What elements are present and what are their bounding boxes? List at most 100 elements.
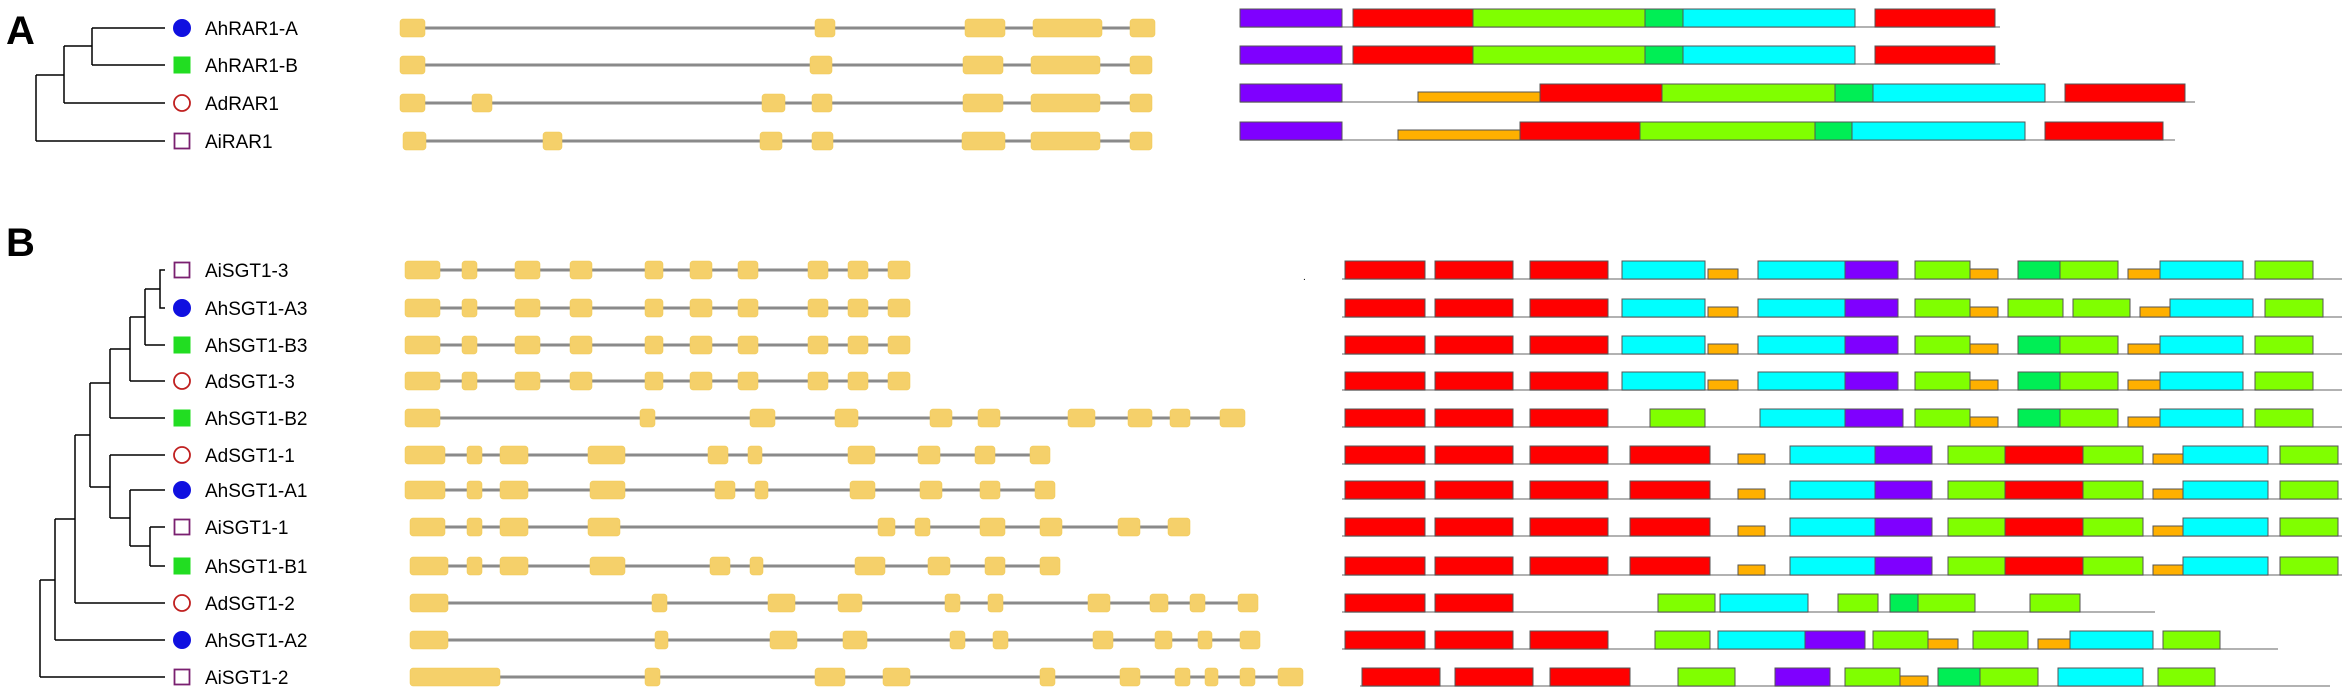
domain-block-red xyxy=(1352,45,1474,65)
domain-block-green xyxy=(1872,630,1929,650)
domain-block-green xyxy=(2279,517,2339,537)
panel-b-domain-row xyxy=(1342,445,2342,465)
exon-block xyxy=(569,298,593,318)
domain-block-purple xyxy=(1804,630,1866,650)
exon-block xyxy=(651,593,668,613)
domain-block-dgreen xyxy=(1814,121,1853,141)
exon-block xyxy=(1239,667,1256,687)
domain-block-purple xyxy=(1239,83,1343,103)
exon-block xyxy=(1237,593,1259,613)
domain-block-red xyxy=(1434,260,1514,280)
domain-block-red xyxy=(1454,667,1534,687)
marker-square-green-icon xyxy=(173,336,191,354)
gene-label-aisgt1-3: AiSGT1-3 xyxy=(205,261,288,282)
domain-block-orange xyxy=(2152,564,2184,576)
exon-block xyxy=(887,298,911,318)
exon-block xyxy=(847,298,869,318)
exon-block xyxy=(461,260,478,280)
gene-label-ahsgt1-a2: AhSGT1-A2 xyxy=(205,631,307,652)
exon-block xyxy=(984,556,1006,576)
domain-block-green xyxy=(1947,556,2006,576)
domain-block-green xyxy=(2007,298,2064,318)
exon-block xyxy=(962,55,1004,75)
domain-block-red xyxy=(2004,556,2084,576)
domain-block-orange xyxy=(1969,306,1999,318)
exon-block xyxy=(461,298,478,318)
exon-block xyxy=(589,556,626,576)
exon-block xyxy=(1039,667,1056,687)
domain-block-red xyxy=(1434,630,1514,650)
exon-block xyxy=(1167,517,1191,537)
domain-block-orange xyxy=(1737,564,1766,576)
domain-block-cyan xyxy=(1789,445,1876,465)
exon-block xyxy=(962,93,1004,113)
panel-b-domain-row xyxy=(1360,667,2330,687)
exon-block xyxy=(499,445,529,465)
domain-block-cyan xyxy=(1682,8,1856,28)
domain-block-red xyxy=(1529,298,1609,318)
domain-block-cyan xyxy=(2159,335,2244,355)
domain-block-green xyxy=(1947,445,2006,465)
phylogenetic-tree-b xyxy=(39,269,165,678)
panel-a-domain-row xyxy=(1239,121,2175,141)
domain-block-red xyxy=(1629,480,1711,500)
domain-block-red xyxy=(1352,8,1474,28)
exon-block xyxy=(1087,593,1111,613)
domain-block-purple xyxy=(1844,298,1899,318)
domain-block-green xyxy=(1914,260,1971,280)
exon-block xyxy=(737,298,759,318)
domain-block-red xyxy=(1434,593,1514,613)
domain-block-red xyxy=(1529,445,1609,465)
panel-b-gene-structure-row xyxy=(409,517,1191,537)
exon-block xyxy=(1034,480,1056,500)
exon-block xyxy=(644,667,661,687)
gene-label-airar1: AiRAR1 xyxy=(205,132,273,153)
domain-block-orange xyxy=(1397,129,1521,141)
domain-block-green xyxy=(1979,667,2039,687)
panel-b-domain-row xyxy=(1342,371,2342,391)
domain-block-red xyxy=(1434,335,1514,355)
exon-block xyxy=(466,517,483,537)
domain-block-red xyxy=(1344,593,1426,613)
marker-square-purple-open-icon xyxy=(173,261,191,279)
exon-block xyxy=(837,593,863,613)
exon-block xyxy=(887,371,911,391)
domain-block-cyan xyxy=(2069,630,2154,650)
domain-block-green xyxy=(1914,298,1971,318)
domain-block-red xyxy=(2064,83,2186,103)
panel-b-domain-row xyxy=(1342,480,2342,500)
panel-b-gene-structure-row xyxy=(409,593,1259,613)
gene-label-ahsgt1-b2: AhSGT1-B2 xyxy=(205,409,307,430)
gene-label-aisgt1-2: AiSGT1-2 xyxy=(205,668,288,689)
domain-block-cyan xyxy=(1717,630,1806,650)
domain-block-dgreen xyxy=(2017,260,2061,280)
exon-block xyxy=(847,335,869,355)
exon-block xyxy=(847,445,876,465)
domain-block-green xyxy=(1837,593,1879,613)
domain-block-cyan xyxy=(1757,298,1846,318)
marker-square-purple-open-icon xyxy=(173,668,191,686)
exon-block xyxy=(1030,55,1101,75)
phylogenetic-tree-a xyxy=(35,27,165,142)
panel-b-domain-row xyxy=(1342,517,2342,537)
exon-block xyxy=(961,131,1006,151)
domain-block-red xyxy=(1529,556,1609,576)
panel-a-gene-structure-row xyxy=(402,131,1153,151)
exon-block xyxy=(409,517,446,537)
exon-block xyxy=(689,260,713,280)
exon-block xyxy=(1154,630,1173,650)
exon-block xyxy=(402,131,427,151)
exon-block xyxy=(1129,55,1153,75)
domain-block-orange xyxy=(2139,306,2171,318)
exon-block xyxy=(461,335,478,355)
domain-block-red xyxy=(1344,371,1426,391)
marker-circle-red-open-icon xyxy=(173,594,191,612)
exon-block xyxy=(1067,408,1096,428)
exon-block xyxy=(811,93,833,113)
exon-block xyxy=(707,445,729,465)
marker-circle-blue-icon xyxy=(173,299,191,317)
domain-block-orange xyxy=(1969,379,1999,391)
domain-block-orange xyxy=(1927,638,1959,650)
exon-block xyxy=(737,260,759,280)
domain-block-purple xyxy=(1774,667,1831,687)
